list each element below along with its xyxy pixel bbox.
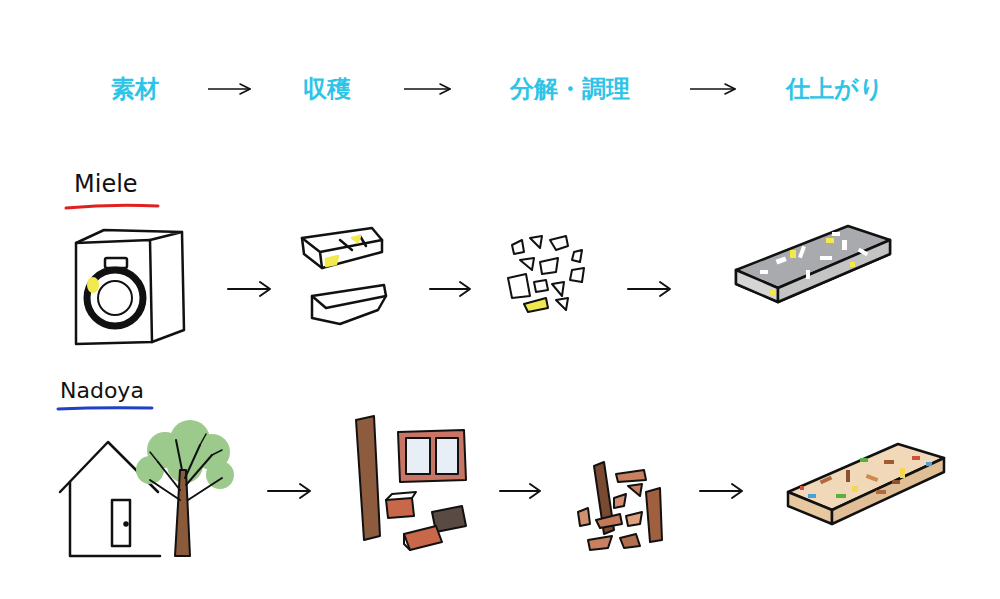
step-title: 仕上がり bbox=[786, 75, 884, 104]
gray-slab bbox=[736, 226, 890, 302]
arrow-stroke bbox=[228, 282, 670, 296]
brand-label: Miele bbox=[74, 170, 138, 199]
tree bbox=[136, 420, 234, 556]
fragments bbox=[508, 236, 584, 312]
step-title: 分解・調理 bbox=[510, 75, 630, 104]
machine-parts bbox=[302, 228, 386, 324]
washing-machine bbox=[76, 230, 184, 344]
salvaged-wood bbox=[356, 416, 466, 550]
blue-underline bbox=[58, 408, 152, 409]
step-title: 収穫 bbox=[303, 75, 351, 104]
step-heading: 収穫 bbox=[250, 70, 404, 109]
flow-arrow bbox=[208, 88, 250, 90]
brand-label: Nadoya bbox=[60, 378, 144, 404]
fragments bbox=[578, 462, 662, 550]
red-underline bbox=[66, 205, 158, 208]
wood-slab bbox=[788, 444, 944, 524]
flow-arrow bbox=[404, 88, 450, 90]
step-heading: 仕上がり bbox=[735, 70, 935, 109]
step-heading: 素材 bbox=[62, 70, 208, 109]
arrow-stroke bbox=[268, 484, 742, 498]
step-heading: 分解・調理 bbox=[450, 70, 690, 109]
flow-arrow bbox=[690, 88, 735, 90]
step-title: 素材 bbox=[111, 75, 159, 104]
